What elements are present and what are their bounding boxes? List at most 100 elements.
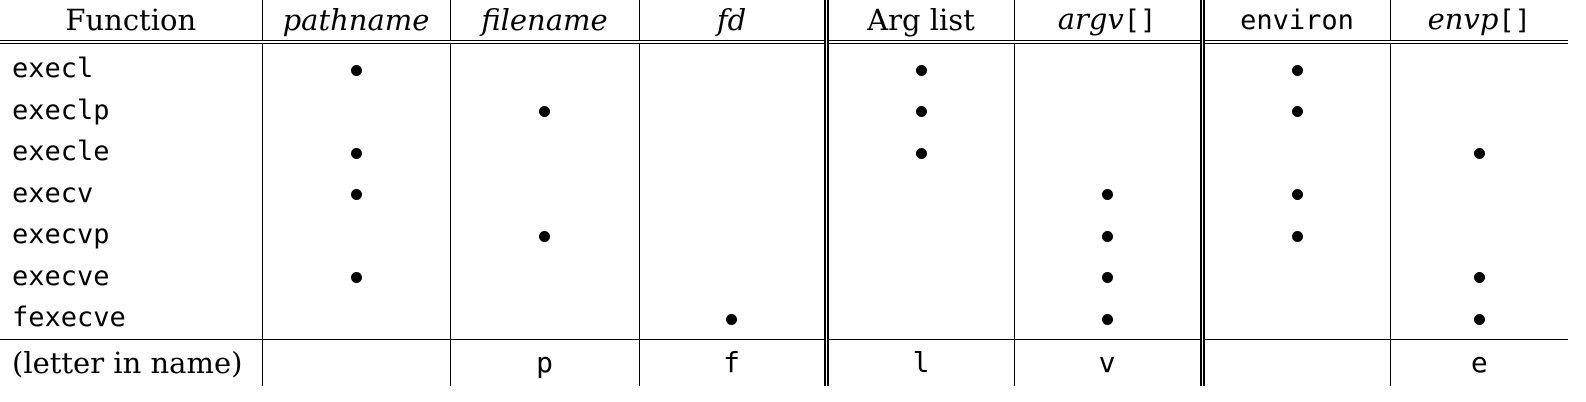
table-row: execvp (0, 214, 1568, 256)
cell-environ (1202, 297, 1391, 339)
cell-envp (1390, 214, 1568, 256)
cell-pathname (262, 297, 451, 339)
bullet-icon (350, 64, 362, 76)
cell-fd (639, 297, 829, 339)
table-row: execve (0, 255, 1568, 298)
cell-argv (1014, 214, 1205, 256)
cell-fd (639, 172, 829, 214)
header-argv: argv[] (1014, 0, 1205, 44)
cell-environ (1202, 255, 1391, 297)
cell-envp (1390, 297, 1568, 339)
footer-argv-letter: v (1014, 338, 1205, 386)
function-name: execl (0, 42, 263, 90)
cell-envp (1390, 131, 1568, 173)
bullet-icon (539, 106, 550, 118)
cell-arg-list (826, 131, 1015, 173)
bullet-icon (539, 230, 550, 242)
bullet-icon (350, 147, 362, 159)
exec-functions-table: Function pathname filename fd Arg list a… (0, 0, 1568, 386)
header-envp-brackets: [] (1498, 5, 1531, 36)
cell-filename (450, 172, 640, 214)
bullet-icon (1473, 147, 1485, 159)
function-name: execv (0, 172, 263, 214)
cell-filename (450, 214, 640, 256)
table-row: execl (0, 42, 1568, 90)
table-row: execv (0, 172, 1568, 215)
cell-fd (639, 89, 829, 131)
bullet-icon (915, 147, 927, 159)
header-argv-brackets: [] (1123, 5, 1157, 36)
function-name: execve (0, 255, 263, 297)
bullet-icon (1291, 64, 1303, 76)
footer-filename-letter: p (450, 338, 640, 386)
cell-envp (1390, 90, 1568, 132)
bullet-icon (915, 106, 927, 118)
cell-pathname (262, 42, 451, 90)
cell-fd (639, 214, 829, 256)
header-envp-name: envp (1427, 2, 1499, 36)
table-row: execlp (0, 89, 1568, 132)
function-name: execvp (0, 214, 263, 256)
cell-fd (639, 255, 829, 297)
cell-pathname (262, 172, 451, 214)
cell-filename (450, 255, 640, 297)
cell-arg-list (826, 297, 1015, 339)
footer-arg-list-letter: l (826, 338, 1015, 386)
cell-arg-list (826, 214, 1015, 256)
cell-argv (1014, 172, 1205, 214)
cell-argv (1014, 42, 1205, 90)
cell-argv (1014, 297, 1205, 339)
cell-argv (1014, 255, 1205, 297)
bullet-icon (1473, 272, 1485, 284)
bullet-icon (1101, 313, 1113, 325)
cell-filename (450, 89, 640, 131)
footer-pathname-letter (262, 338, 451, 386)
footer-fd-letter: f (639, 338, 829, 386)
cell-arg-list (826, 42, 1015, 90)
footer-label: (letter in name) (0, 338, 263, 386)
bullet-icon (1101, 272, 1113, 284)
header-function: Function (0, 0, 263, 44)
footer-environ-letter (1202, 338, 1391, 386)
cell-filename (450, 131, 640, 173)
cell-arg-list (826, 172, 1015, 214)
function-name: execle (0, 131, 263, 173)
function-name: fexecve (0, 297, 263, 339)
bullet-icon (350, 189, 362, 201)
header-arg-list: Arg list (826, 0, 1015, 44)
bullet-icon (1101, 230, 1113, 242)
bullet-icon (350, 272, 362, 284)
header-filename: filename (450, 0, 640, 44)
cell-environ (1202, 42, 1391, 90)
cell-argv (1014, 89, 1205, 131)
cell-argv (1014, 131, 1205, 173)
footer-envp-letter: e (1390, 338, 1568, 386)
table-footer: (letter in name) p f l v e (0, 338, 1568, 386)
cell-envp (1390, 42, 1568, 90)
table-header: Function pathname filename fd Arg list a… (0, 0, 1568, 44)
cell-filename (450, 42, 640, 90)
cell-environ (1202, 214, 1391, 256)
bullet-icon (1291, 189, 1303, 201)
cell-envp (1390, 173, 1568, 215)
table-row: fexecve (0, 297, 1568, 339)
bullet-icon (915, 64, 927, 76)
cell-filename (450, 297, 640, 339)
cell-environ (1202, 172, 1391, 214)
cell-pathname (262, 89, 451, 131)
table-row: execle (0, 131, 1568, 173)
cell-envp (1390, 256, 1568, 298)
cell-arg-list (826, 89, 1015, 131)
header-envp: envp[] (1390, 0, 1568, 44)
header-pathname: pathname (262, 0, 451, 44)
cell-pathname (262, 255, 451, 297)
bullet-icon (1473, 313, 1485, 325)
function-name: execlp (0, 89, 263, 131)
bullet-icon (1291, 230, 1303, 242)
cell-fd (639, 42, 829, 90)
footer-row: (letter in name) p f l v e (0, 338, 1568, 386)
header-argv-name: argv (1057, 2, 1124, 36)
cell-fd (639, 131, 829, 173)
bullet-icon (1101, 189, 1113, 201)
